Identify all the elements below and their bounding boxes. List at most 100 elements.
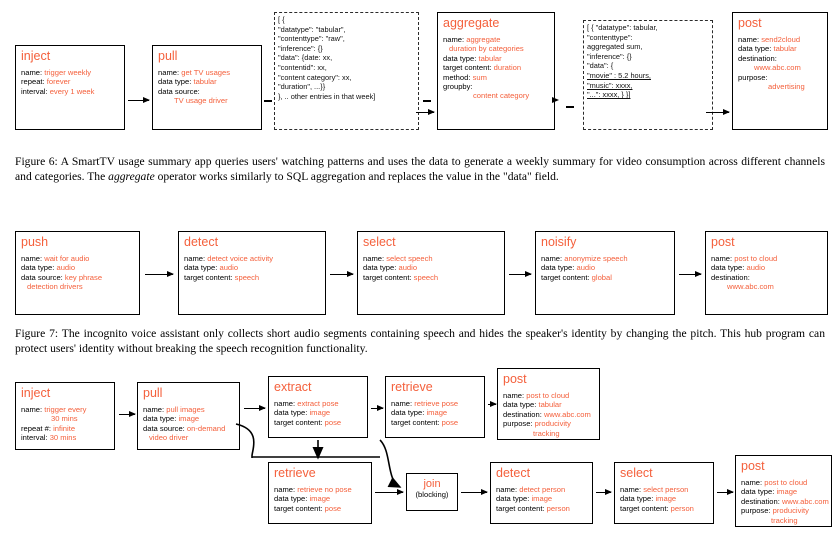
field-value: audio xyxy=(576,263,596,273)
json-blob-aggregated-usage: [ { "datatype": tabular, "contenttype": … xyxy=(583,20,713,130)
operator-field: interval: every 1 week xyxy=(21,87,120,96)
operator-field: purpose: producivity xyxy=(503,419,595,428)
field-key: name: xyxy=(620,485,644,494)
operator-field: data type: image xyxy=(620,494,709,503)
field-value: select person xyxy=(643,485,689,494)
operator-field: destination: xyxy=(738,54,823,63)
figure6-caption-italic: aggregate xyxy=(108,169,155,183)
field-key: data type: xyxy=(503,400,539,410)
field-value: detection drivers xyxy=(27,282,83,292)
figure7-caption: Figure 7: The incognito voice assistant … xyxy=(15,327,825,355)
arrow-push-to-detect-f7 xyxy=(145,270,174,277)
operator-field: name: detect person xyxy=(496,485,588,494)
field-value: post to cloud xyxy=(526,391,570,400)
operator-field: advertising xyxy=(738,82,823,91)
field-key: name: xyxy=(21,68,45,77)
field-value: detect voice activity xyxy=(207,254,274,263)
operator-field: 30 mins xyxy=(21,414,110,423)
arrow-retrieveNoPose-to-join-f8 xyxy=(375,488,404,495)
field-value: image xyxy=(531,494,553,504)
operator-field: data type: tabular xyxy=(158,77,257,86)
field-value: pose xyxy=(324,417,342,427)
field-value: content category xyxy=(473,91,530,101)
field-key: name: xyxy=(711,254,735,263)
field-key: name: xyxy=(274,399,298,408)
arrow-into-aggregate-f6 xyxy=(416,108,435,115)
arrow-extract-to-retrieve-f8 xyxy=(371,404,384,411)
operator-field: data type: tabular xyxy=(503,400,595,409)
field-value: duration xyxy=(493,63,522,73)
operator-field: name: post to cloud xyxy=(711,254,823,263)
operator-field: name: get TV usages xyxy=(158,68,257,77)
json-line: "data": {date: xx, xyxy=(278,53,333,63)
operator-type-label: detect xyxy=(496,466,531,480)
json-line: [ { xyxy=(278,15,285,24)
field-key: name: xyxy=(158,68,182,77)
field-value: image xyxy=(309,408,331,418)
operator-type-label: inject xyxy=(21,49,51,63)
operator-field: target content: speech xyxy=(363,273,500,282)
operator-type-label: retrieve xyxy=(274,466,316,480)
field-value: image xyxy=(178,414,200,424)
json-line: "inference": {} xyxy=(587,51,632,61)
operator-field: repeat: forever xyxy=(21,77,120,86)
operator-field: name: wait for audio xyxy=(21,254,135,263)
field-key: data type: xyxy=(143,414,179,424)
operator-type-label: select xyxy=(620,466,653,480)
field-value: anonymize speech xyxy=(564,254,628,263)
field-value: trigger weekly xyxy=(44,68,92,77)
field-key: name: xyxy=(21,405,45,414)
operator-field: tracking xyxy=(503,429,595,438)
field-value: retrieve pose xyxy=(414,399,459,408)
operator-type-label: post xyxy=(711,235,735,249)
field-value: audio xyxy=(56,263,76,273)
field-value: infinite xyxy=(53,423,76,433)
field-key: purpose: xyxy=(741,506,773,516)
operator-field: data source: xyxy=(158,87,257,96)
operator-type-label: post xyxy=(741,459,765,473)
operator-field: name: retrieve no pose xyxy=(274,485,367,494)
field-key: destination: xyxy=(741,496,782,506)
operator-field: name: select person xyxy=(620,485,709,494)
field-key: target content: xyxy=(391,417,442,427)
field-value: TV usage driver xyxy=(174,96,228,106)
operator-field: duration by categories xyxy=(443,44,550,53)
field-value: every 1 week xyxy=(49,86,95,96)
arrow-retrieve-to-post-f8 xyxy=(488,400,497,407)
field-value: tabular xyxy=(538,400,562,410)
operator-type-label: retrieve xyxy=(391,380,433,394)
json-blob-raw-usage: [ { "datatype": "tabular", "contenttype"… xyxy=(274,12,419,130)
field-key: name: xyxy=(443,35,467,44)
json-line: "contentid": xx, xyxy=(278,62,327,72)
operator-box-join-f8[interactable]: join (blocking) xyxy=(406,473,458,511)
field-key: data type: xyxy=(741,487,777,497)
operator-type-label: aggregate xyxy=(443,16,500,30)
json-line: "contenttype": "raw", xyxy=(278,34,345,44)
field-key: name: xyxy=(184,254,208,263)
field-key: data type: xyxy=(496,494,532,504)
field-key: name: xyxy=(503,391,527,400)
operator-field: target content: global xyxy=(541,273,670,282)
field-key: data type: xyxy=(184,263,220,273)
operator-type-label: detect xyxy=(184,235,219,249)
field-key: destination: xyxy=(738,53,777,63)
arrow-pull-to-extract-f8 xyxy=(244,404,266,411)
